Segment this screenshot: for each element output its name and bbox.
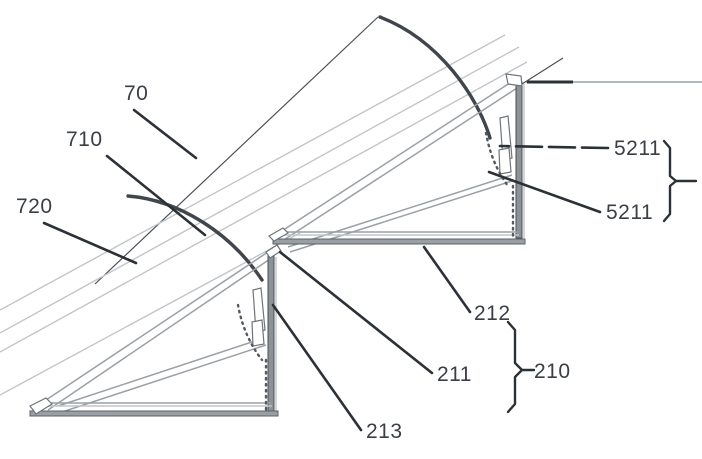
arc-upper-segment bbox=[378, 15, 492, 140]
label-212: 212 bbox=[474, 302, 511, 325]
top-horizontal-member bbox=[521, 57, 702, 85]
label-5211-top: 5211 bbox=[614, 137, 661, 160]
lower-apex-wedge bbox=[265, 244, 282, 259]
lower-base-plate bbox=[29, 410, 279, 417]
upper-hypotenuse-outer bbox=[270, 78, 517, 239]
lower-triangular-bracket-unit bbox=[29, 244, 282, 417]
top-horizontal-diagonal-tail bbox=[521, 57, 564, 85]
brace-bracket-5211 bbox=[662, 139, 698, 223]
upper-base-plate bbox=[272, 238, 526, 245]
rail-top-edge bbox=[94, 16, 379, 285]
leader-line-211 bbox=[278, 250, 434, 375]
rail-bottom-edge bbox=[0, 61, 528, 353]
lower-hypotenuse-outer bbox=[39, 251, 269, 405]
leader-line-70 bbox=[132, 108, 198, 160]
rail-lower-secondary bbox=[0, 232, 301, 396]
label-70: 70 bbox=[124, 82, 148, 105]
leader-lines-group bbox=[42, 108, 610, 432]
leader-line-5211-bottom bbox=[487, 170, 602, 214]
label-210: 210 bbox=[534, 360, 571, 383]
rail-second-edge bbox=[0, 34, 506, 311]
upper-apex-wedge bbox=[268, 227, 289, 242]
label-720: 720 bbox=[16, 195, 53, 218]
latch-foot-lower bbox=[251, 319, 265, 347]
leader-line-710 bbox=[105, 154, 207, 237]
lower-left-tip-wedge bbox=[29, 397, 53, 415]
rail-assembly-70 bbox=[0, 16, 528, 396]
label-710: 710 bbox=[66, 128, 103, 151]
leader-line-212 bbox=[422, 245, 472, 314]
lower-vertical-post bbox=[267, 254, 275, 413]
leader-line-213 bbox=[271, 303, 363, 432]
rail-third-edge bbox=[0, 46, 520, 334]
latch-foot-upper bbox=[498, 147, 512, 175]
label-211: 211 bbox=[437, 363, 472, 386]
lower-hypotenuse-inner bbox=[47, 258, 271, 411]
leader-line-720 bbox=[42, 221, 138, 265]
upper-hypotenuse-inner bbox=[275, 87, 518, 246]
label-213: 213 bbox=[366, 420, 403, 443]
reference-labels-group: 70 710 720 5211 5211 212 211 213 210 bbox=[16, 82, 661, 443]
label-5211-bottom: 5211 bbox=[606, 201, 653, 224]
upper-post-cap bbox=[505, 73, 523, 87]
lower-internal-brace-a bbox=[57, 337, 265, 407]
upper-triangular-bracket-unit bbox=[268, 73, 526, 253]
upper-vertical-post bbox=[515, 81, 523, 239]
lower-dotted-motion-arc bbox=[236, 303, 264, 362]
leader-line-5211-top bbox=[498, 144, 610, 150]
brace-bracket-210 bbox=[506, 320, 536, 414]
lower-internal-brace-b bbox=[61, 344, 267, 413]
